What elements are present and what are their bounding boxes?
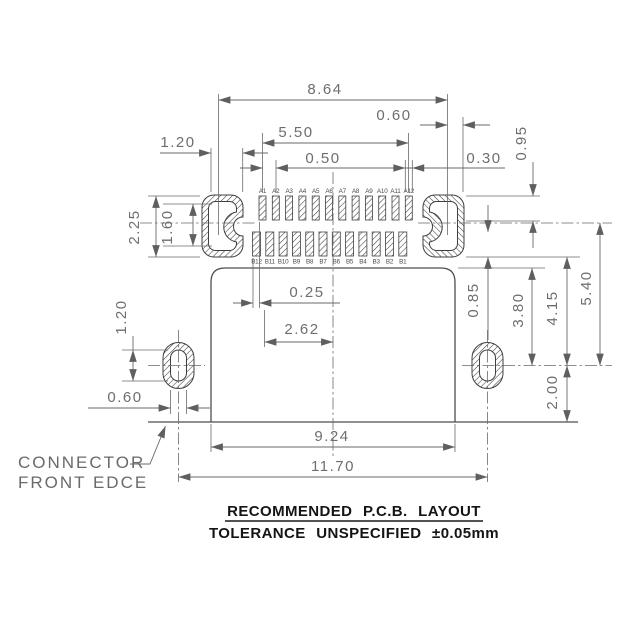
dim-1.20-left: 1.20	[113, 299, 130, 334]
pad-a8	[351, 195, 360, 221]
pad-a7	[338, 195, 347, 221]
connector-body-outline	[210, 267, 456, 422]
pad-label-b11: B11	[265, 259, 276, 266]
pad-label-b5: B5	[346, 259, 354, 266]
dim-2.62: 2.62	[284, 321, 319, 338]
dim-0.85: 0.85	[465, 282, 482, 317]
pad-a3	[285, 195, 294, 221]
dim-11.70: 11.70	[311, 458, 355, 475]
pad-a5	[311, 195, 320, 221]
pad-b3	[371, 231, 381, 257]
pad-label-b10: B10	[278, 259, 289, 266]
dim-2.25: 2.25	[126, 209, 143, 244]
dim-0.95: 0.95	[513, 125, 530, 160]
dim-0.60-left: 0.60	[107, 389, 142, 406]
pad-a11	[391, 195, 400, 221]
pad-label-a8: A8	[352, 188, 360, 195]
pad-label-b12: B12	[251, 259, 262, 266]
front-edge-label-line2: FRONT EDCE	[18, 473, 148, 492]
mounting-hole-pad-left	[162, 341, 195, 390]
pad-b4	[358, 231, 368, 257]
drawing-title: RECOMMENDED P.C.B. LAYOUT	[227, 503, 481, 520]
dim-8.64: 8.64	[307, 81, 342, 98]
shield-pad-right	[422, 194, 465, 258]
pad-label-a7: A7	[339, 188, 347, 195]
pad-b7	[318, 231, 328, 257]
pad-b10	[278, 231, 288, 257]
pad-b5	[345, 231, 355, 257]
pad-label-b8: B8	[306, 259, 314, 266]
pad-b6	[331, 231, 341, 257]
pad-label-b6: B6	[333, 259, 341, 266]
pad-a12	[404, 195, 413, 221]
dim-4.15: 4.15	[544, 290, 561, 325]
dimension-lines	[88, 96, 604, 481]
pad-label-a5: A5	[312, 188, 320, 195]
dim-0.60-top: 0.60	[376, 107, 411, 124]
pad-label-a3: A3	[285, 188, 293, 195]
dim-0.30: 0.30	[466, 150, 501, 167]
front-edge-label-line1: CONNECTOR	[18, 453, 145, 472]
pad-b9	[291, 231, 301, 257]
pad-b11	[265, 231, 275, 257]
pad-label-b1: B1	[399, 259, 407, 266]
dim-0.25: 0.25	[289, 284, 324, 301]
pad-b2	[385, 231, 394, 257]
front-edge-note: CONNECTOR FRONT EDCE	[18, 425, 166, 492]
shield-pad-left	[201, 194, 244, 258]
dim-5.50: 5.50	[278, 124, 313, 141]
pad-label-a11: A11	[390, 188, 401, 195]
front-edge-leader-arrow	[130, 425, 166, 465]
pad-label-b4: B4	[359, 259, 367, 266]
pad-label-a9: A9	[365, 188, 373, 195]
pad-a2	[271, 195, 280, 221]
title-block: RECOMMENDED P.C.B. LAYOUT TOLERANCE UNSP…	[209, 503, 499, 542]
pad-b12	[252, 231, 261, 257]
pad-a9	[364, 195, 373, 221]
pad-a6	[325, 195, 333, 221]
pad-a10	[378, 195, 387, 221]
pad-b1	[398, 231, 408, 257]
pad-a1	[258, 195, 267, 221]
pad-a4	[298, 195, 307, 221]
dim-5.40: 5.40	[578, 270, 595, 305]
dim-9.24: 9.24	[314, 428, 349, 445]
pad-label-a6: A6	[325, 188, 333, 195]
pad-label-a4: A4	[299, 188, 307, 195]
pad-label-b9: B9	[293, 259, 301, 266]
pad-label-b7: B7	[319, 259, 327, 266]
drawing-tolerance-note: TOLERANCE UNSPECIFIED ±0.05mm	[209, 525, 499, 542]
dim-3.80: 3.80	[510, 292, 527, 327]
mounting-hole-pad-right	[471, 341, 504, 390]
dimension-texts: 8.64 0.60 5.50 1.20 0.50 0.30 0.95 2.25 …	[107, 81, 595, 475]
dim-1.20-top: 1.20	[160, 134, 195, 151]
dim-2.00: 2.00	[544, 374, 561, 409]
pad-label-a10: A10	[377, 188, 388, 195]
pad-label-a12: A12	[403, 188, 414, 195]
pad-b8	[305, 231, 315, 257]
pad-label-a1: A1	[259, 188, 267, 195]
pad-label-b3: B3	[373, 259, 381, 266]
dim-1.60: 1.60	[159, 209, 176, 244]
pad-label-b2: B2	[386, 259, 394, 266]
dim-0.50: 0.50	[305, 150, 340, 167]
centerlines	[140, 172, 612, 482]
